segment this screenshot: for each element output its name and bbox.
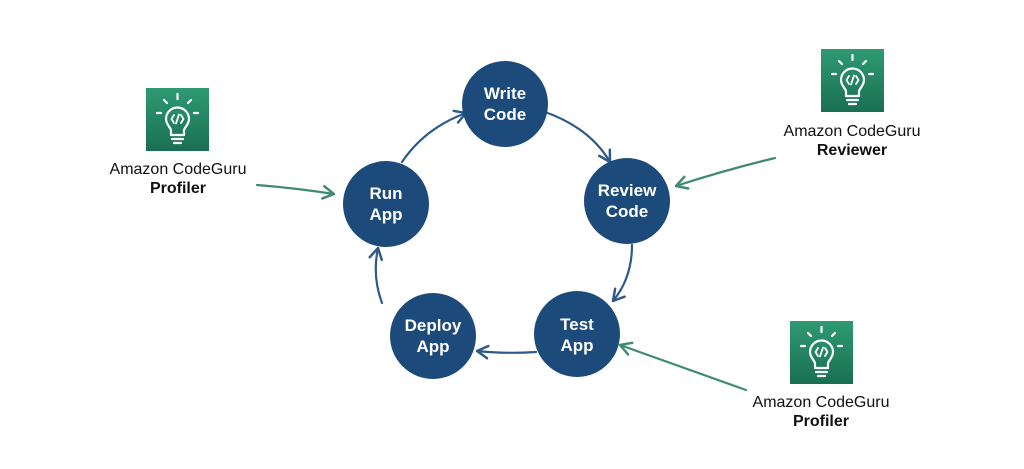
service-product-label: Amazon CodeGuru	[784, 123, 921, 140]
arrow-test-to-deploy	[475, 344, 538, 360]
arrow-write-to-review	[543, 110, 612, 164]
node-label-line1: Write	[484, 84, 526, 103]
lightbulb-code-icon	[821, 49, 884, 112]
arrow-review-to-test	[611, 243, 634, 303]
node-deploy-app: Deploy App	[390, 293, 476, 379]
service-arrows	[255, 156, 777, 392]
arrow-deploy-to-run	[368, 246, 384, 305]
node-label-line1: Review	[598, 181, 657, 200]
arrow-run-to-write	[400, 109, 468, 164]
service-tool-label: Profiler	[150, 180, 206, 197]
service-codeguru-profiler-left: Amazon CodeGuru Profiler	[110, 88, 247, 197]
lightbulb-code-icon	[790, 321, 853, 384]
node-label-line1: Deploy	[405, 316, 462, 335]
node-label-line2: App	[369, 205, 402, 224]
node-run-app: Run App	[343, 161, 429, 247]
service-codeguru-reviewer: Amazon CodeGuru Reviewer	[784, 49, 921, 159]
cycle-arrows	[368, 109, 634, 360]
lightbulb-code-icon	[146, 88, 209, 151]
service-tool-label: Profiler	[793, 413, 849, 430]
arrow-profiler-to-test	[618, 341, 748, 392]
node-label-line1: Test	[560, 315, 594, 334]
service-tool-label: Reviewer	[817, 142, 887, 159]
node-label-line2: App	[416, 337, 449, 356]
node-label-line2: Code	[606, 202, 649, 221]
service-product-label: Amazon CodeGuru	[110, 161, 247, 178]
arrow-profiler-to-run	[255, 183, 336, 200]
node-label-line2: App	[560, 336, 593, 355]
arrow-reviewer-to-review	[674, 156, 777, 190]
node-review-code: Review Code	[584, 158, 670, 244]
node-label-line1: Run	[369, 184, 402, 203]
node-test-app: Test App	[534, 291, 620, 377]
service-codeguru-profiler-right: Amazon CodeGuru Profiler	[753, 321, 890, 430]
node-label-line2: Code	[484, 105, 527, 124]
service-product-label: Amazon CodeGuru	[753, 394, 890, 411]
node-write-code: Write Code	[462, 61, 548, 147]
